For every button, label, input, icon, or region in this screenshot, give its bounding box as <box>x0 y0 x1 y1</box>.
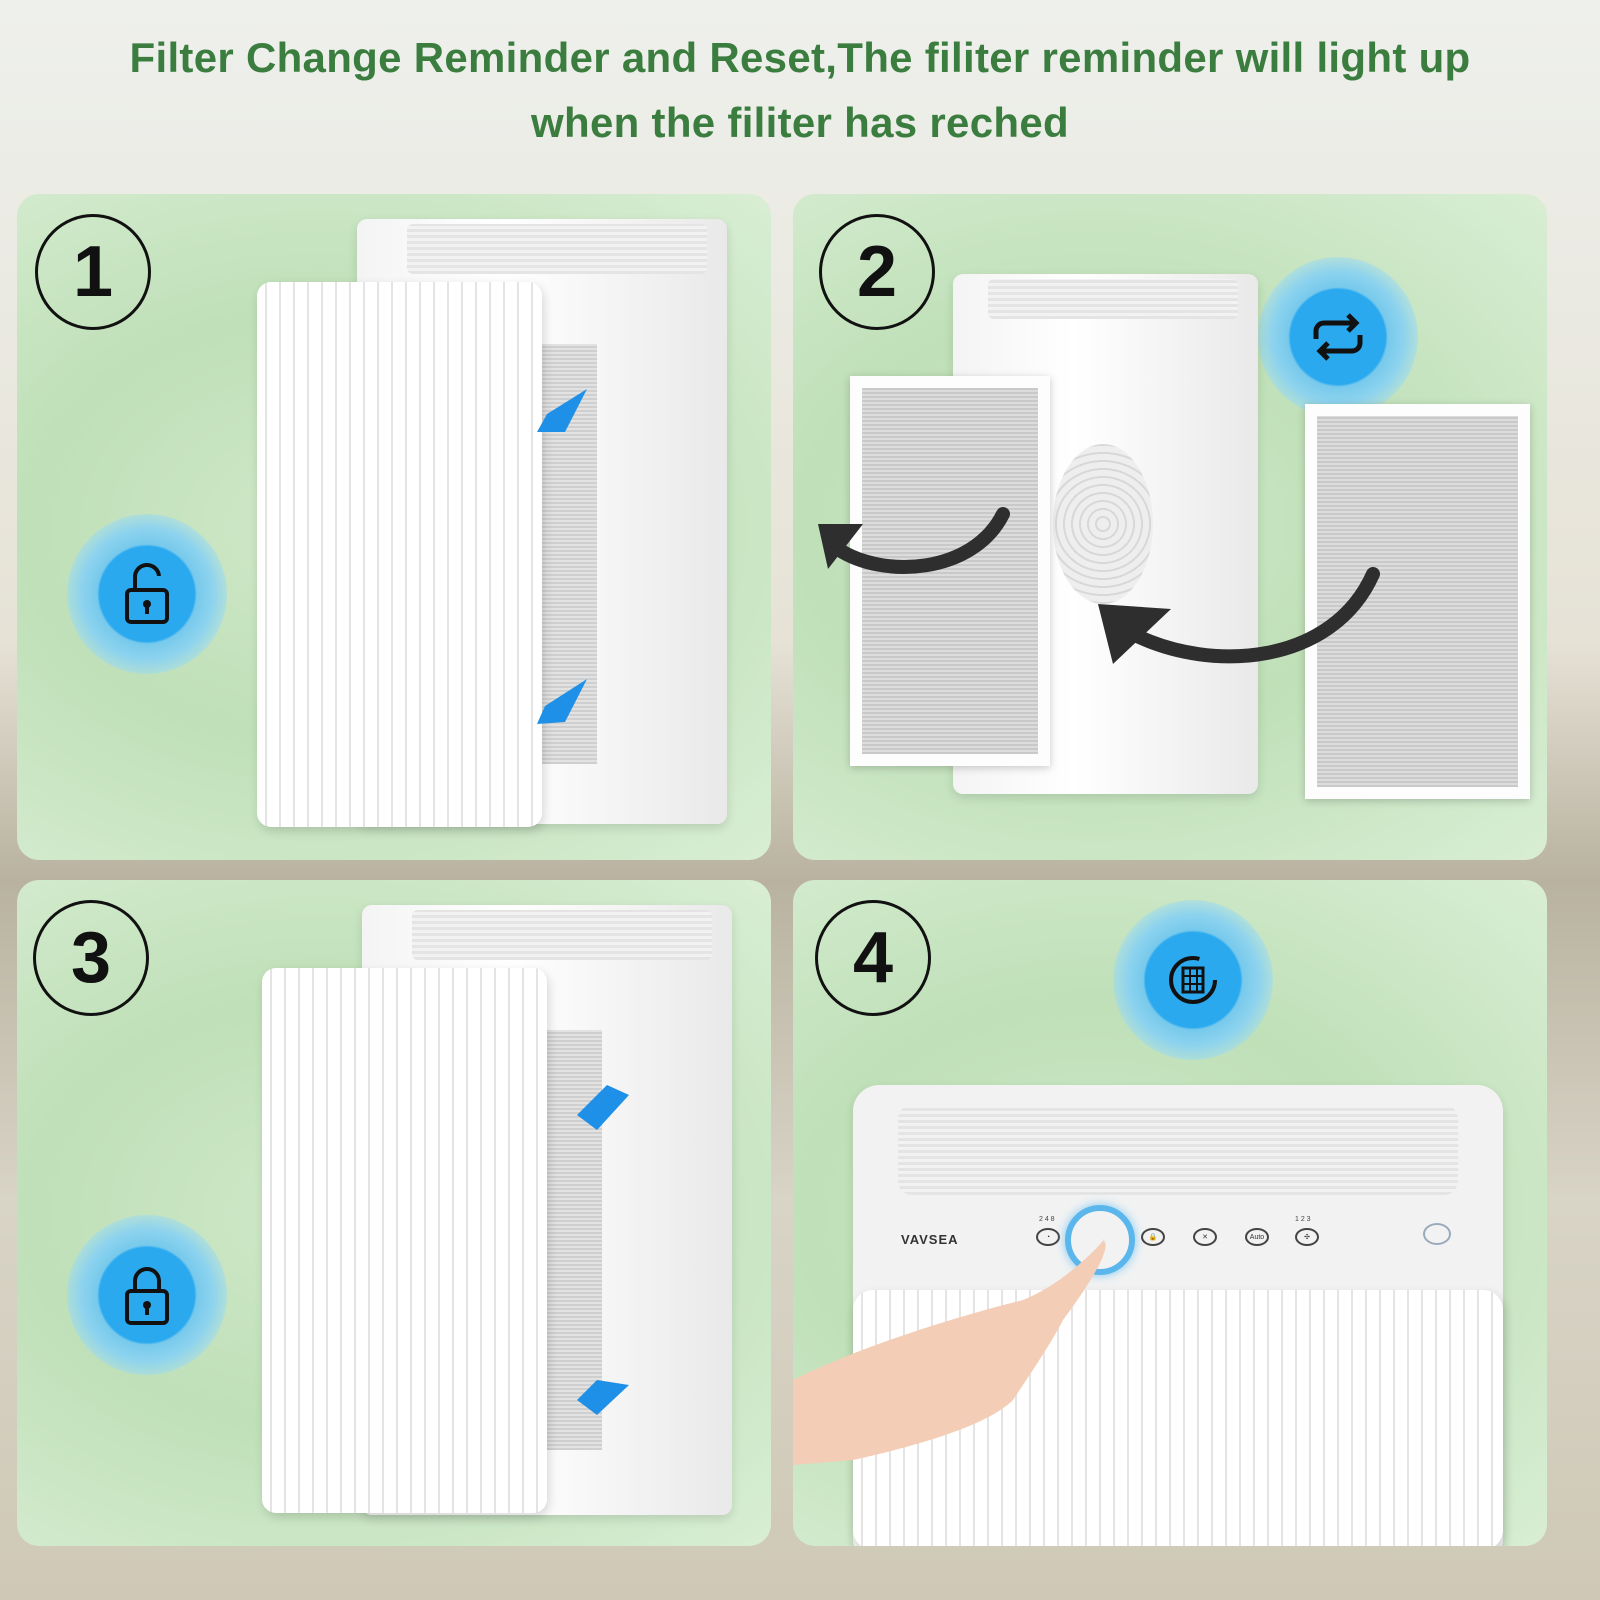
auto-button[interactable]: Auto <box>1245 1228 1269 1246</box>
step-1-panel: 1 <box>17 194 771 860</box>
power-button[interactable] <box>1423 1223 1451 1245</box>
brand-label: VAVSEA <box>901 1232 959 1247</box>
step-number: 1 <box>35 214 151 330</box>
headline-line-1: Filter Change Reminder and Reset,The fil… <box>129 34 1471 81</box>
step-number: 3 <box>33 900 149 1016</box>
step-number: 2 <box>819 214 935 330</box>
light-off-button[interactable]: ✕ <box>1193 1228 1217 1246</box>
front-grille <box>853 1290 1503 1546</box>
step-4-panel: 4 VAVSEA 2 4 8 ◔ 🔒 ✕ Auto 1 2 3 ✣ <box>793 880 1547 1546</box>
timer-levels: 2 4 8 <box>1039 1216 1055 1223</box>
filter-reset-button[interactable] <box>1065 1205 1135 1275</box>
fan-speed-button[interactable]: ✣ <box>1295 1228 1319 1246</box>
headline-line-2: when the filiter has reched <box>531 99 1069 146</box>
lock-icon <box>67 1215 227 1375</box>
replace-arrows-icon <box>1258 257 1418 417</box>
filter-reset-icon <box>1113 900 1273 1060</box>
step-3-panel: 3 <box>17 880 771 1546</box>
timer-button[interactable]: ◔ <box>1036 1228 1060 1246</box>
speed-levels: 1 2 3 <box>1295 1216 1311 1223</box>
old-filter <box>850 376 1050 766</box>
fan <box>1053 444 1153 604</box>
unlock-icon <box>67 514 227 674</box>
new-filter <box>1305 404 1530 799</box>
front-cover <box>257 282 542 827</box>
step-2-panel: 2 <box>793 194 1547 860</box>
child-lock-button[interactable]: 🔒 <box>1141 1228 1165 1246</box>
step-number: 4 <box>815 900 931 1016</box>
front-cover <box>262 968 547 1513</box>
